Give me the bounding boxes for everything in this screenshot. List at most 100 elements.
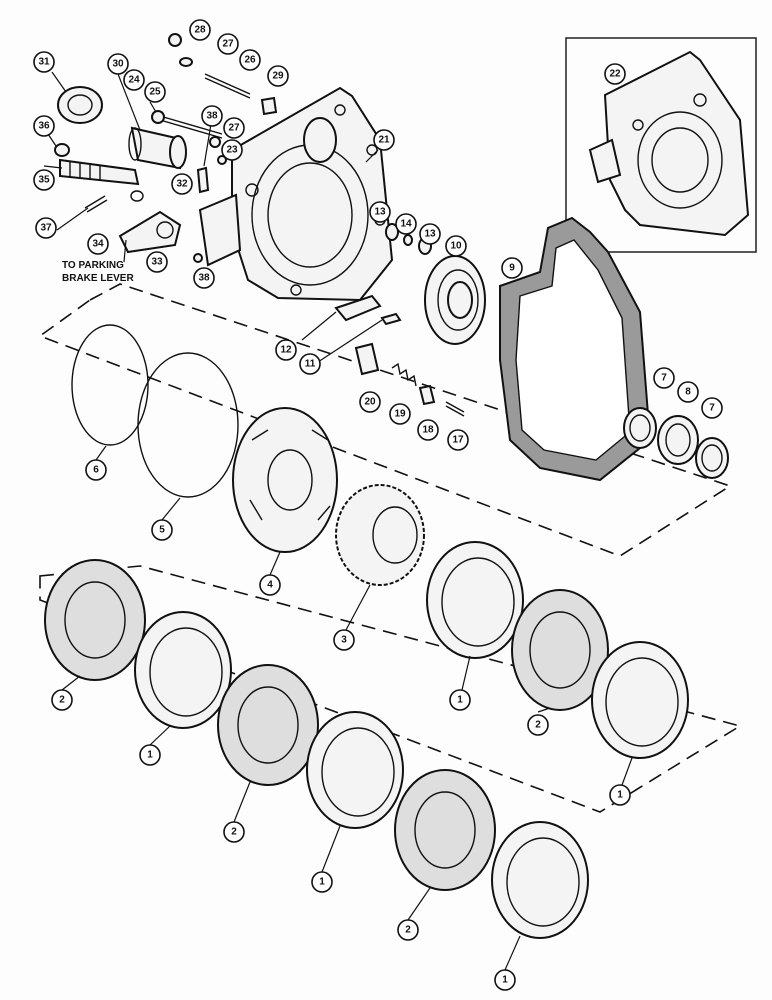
callout-10: 10 (445, 235, 467, 257)
callout-23: 23 (221, 139, 243, 161)
callout-26: 26 (239, 49, 261, 71)
bearing-part-8-inner (665, 423, 691, 457)
svg-text:32: 32 (176, 179, 188, 190)
callout-30: 30 (107, 53, 129, 75)
callout-1c: 1 (139, 744, 161, 766)
svg-text:1: 1 (147, 750, 153, 761)
svg-text:21: 21 (378, 135, 390, 146)
svg-text:3: 3 (341, 635, 347, 646)
callout-5: 5 (151, 519, 173, 541)
svg-text:7: 7 (709, 403, 715, 414)
pin-part-32 (196, 166, 210, 194)
sleeve-part-30 (128, 126, 187, 170)
ring-part-34 (130, 190, 144, 202)
svg-text:1: 1 (457, 695, 463, 706)
washer-part-7b (695, 437, 729, 479)
callout-25: 25 (144, 81, 166, 103)
svg-text:23: 23 (226, 145, 238, 156)
bolt-part-25 (151, 110, 223, 139)
gear-part-3 (335, 484, 425, 586)
callout-36: 36 (33, 115, 55, 137)
callout-38: 38 (201, 105, 223, 127)
oring-part-5 (137, 352, 239, 498)
svg-text:28: 28 (194, 25, 206, 36)
pin-part-11 (380, 312, 402, 326)
svg-text:30: 30 (112, 59, 124, 70)
housing-part-21 (198, 86, 394, 302)
svg-text:1: 1 (319, 877, 325, 888)
friction-disc-2b (44, 559, 146, 681)
svg-text:7: 7 (661, 373, 667, 384)
washer-part-7a (623, 407, 657, 449)
plug-part-38 (193, 253, 203, 263)
svg-text:22: 22 (609, 69, 621, 80)
friction-disc-2d (394, 769, 496, 891)
svg-text:1: 1 (502, 975, 508, 986)
shaft-part-35 (59, 158, 140, 186)
callout-29: 29 (267, 65, 289, 87)
svg-text:27: 27 (222, 39, 234, 50)
washer-part-7a-inner (629, 414, 651, 442)
callout-28: 28 (189, 19, 211, 41)
svg-text:11: 11 (305, 359, 316, 370)
sleeve-part-20 (354, 342, 380, 376)
callout-20: 20 (359, 391, 381, 413)
lower-group-boundary (39, 565, 743, 813)
callout-6: 6 (85, 459, 107, 481)
svg-text:2: 2 (59, 695, 65, 706)
shim-part-13a (385, 223, 399, 241)
svg-text:6: 6 (93, 465, 99, 476)
callout-2c: 2 (223, 821, 245, 843)
svg-text:17: 17 (452, 435, 464, 446)
svg-text:18: 18 (422, 425, 434, 436)
leader-lines (43, 71, 633, 971)
svg-text:19: 19 (394, 409, 406, 420)
svg-text:24: 24 (128, 75, 140, 86)
callout-2a: 2 (527, 714, 549, 736)
callout-2d: 2 (397, 919, 419, 941)
svg-text:33: 33 (151, 257, 163, 268)
callout-1d: 1 (311, 871, 333, 893)
svg-text:37: 37 (40, 223, 52, 234)
bushing-part-29 (260, 96, 278, 116)
spring-part-19 (391, 362, 417, 387)
callout-13a: 13 (369, 201, 391, 223)
svg-text:20: 20 (364, 397, 376, 408)
callout-17: 17 (447, 429, 469, 451)
screw-part-17 (445, 401, 465, 417)
svg-text:2: 2 (405, 925, 411, 936)
callout-1b: 1 (609, 784, 631, 806)
callout-27: 27 (217, 33, 239, 55)
svg-text:8: 8 (685, 387, 691, 398)
svg-text:31: 31 (38, 57, 50, 68)
lever-part-33 (118, 210, 182, 254)
friction-disc-2a (511, 589, 609, 711)
steel-plate-1d (306, 711, 404, 829)
note-line-1: TO PARKING (62, 260, 124, 271)
oring-part-6 (71, 324, 149, 446)
steel-plate-1b (591, 641, 689, 759)
callout-1a: 1 (449, 689, 471, 711)
svg-text:9: 9 (509, 263, 515, 274)
friction-disc-2c (217, 664, 319, 786)
callout-14: 14 (395, 213, 417, 235)
svg-text:27: 27 (228, 123, 240, 134)
svg-text:2: 2 (535, 720, 541, 731)
svg-text:38: 38 (206, 111, 218, 122)
plate-part-12 (334, 294, 382, 322)
callout-19: 19 (389, 403, 411, 425)
callout-35: 35 (33, 169, 55, 191)
callout-9: 9 (501, 257, 523, 279)
svg-text:1: 1 (617, 790, 623, 801)
callout-1e: 1 (494, 969, 516, 991)
callout-12: 12 (275, 339, 297, 361)
callout-37: 37 (35, 217, 57, 239)
inset-frame (565, 37, 757, 253)
steel-plate-1a (426, 541, 524, 659)
svg-text:34: 34 (92, 239, 104, 250)
svg-text:4: 4 (267, 580, 273, 591)
svg-text:5: 5 (159, 525, 165, 536)
bearing-part-8 (657, 415, 699, 465)
